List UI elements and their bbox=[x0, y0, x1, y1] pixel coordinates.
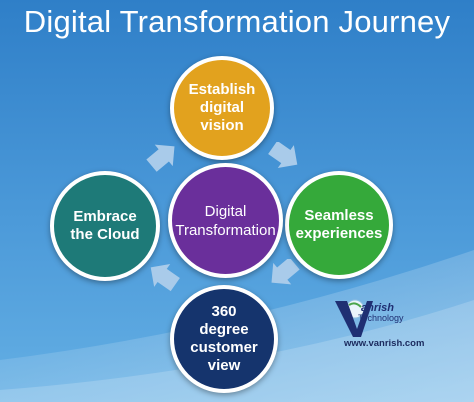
node-right-label: Seamless experiences bbox=[295, 207, 383, 242]
node-digital-transformation: Digital Transformation bbox=[168, 163, 283, 278]
arrow-left-to-top bbox=[146, 144, 175, 172]
node-360-customer-view: 360 degree customer view bbox=[170, 285, 278, 393]
arrow-right-to-bottom bbox=[271, 259, 300, 285]
node-bottom-label: 360 degree customer view bbox=[190, 303, 258, 374]
logo-subtitle: Technology bbox=[358, 313, 404, 323]
center-label: Digital Transformation bbox=[175, 202, 276, 239]
vanrish-logo-icon bbox=[335, 299, 373, 337]
node-top-label: Establish digital vision bbox=[188, 81, 256, 134]
node-seamless-experiences: Seamless experiences bbox=[285, 171, 393, 279]
arrow-top-to-right bbox=[268, 142, 298, 169]
node-establish-digital-vision: Establish digital vision bbox=[170, 56, 274, 160]
arrow-bottom-to-left bbox=[150, 263, 180, 292]
logo-wordmark: anrish bbox=[361, 302, 395, 314]
node-embrace-the-cloud: Embrace the Cloud bbox=[50, 171, 160, 281]
logo-url: www.vanrish.com bbox=[344, 338, 425, 349]
node-left-label: Embrace the Cloud bbox=[70, 208, 140, 243]
page-title: Digital Transformation Journey bbox=[23, 4, 451, 39]
